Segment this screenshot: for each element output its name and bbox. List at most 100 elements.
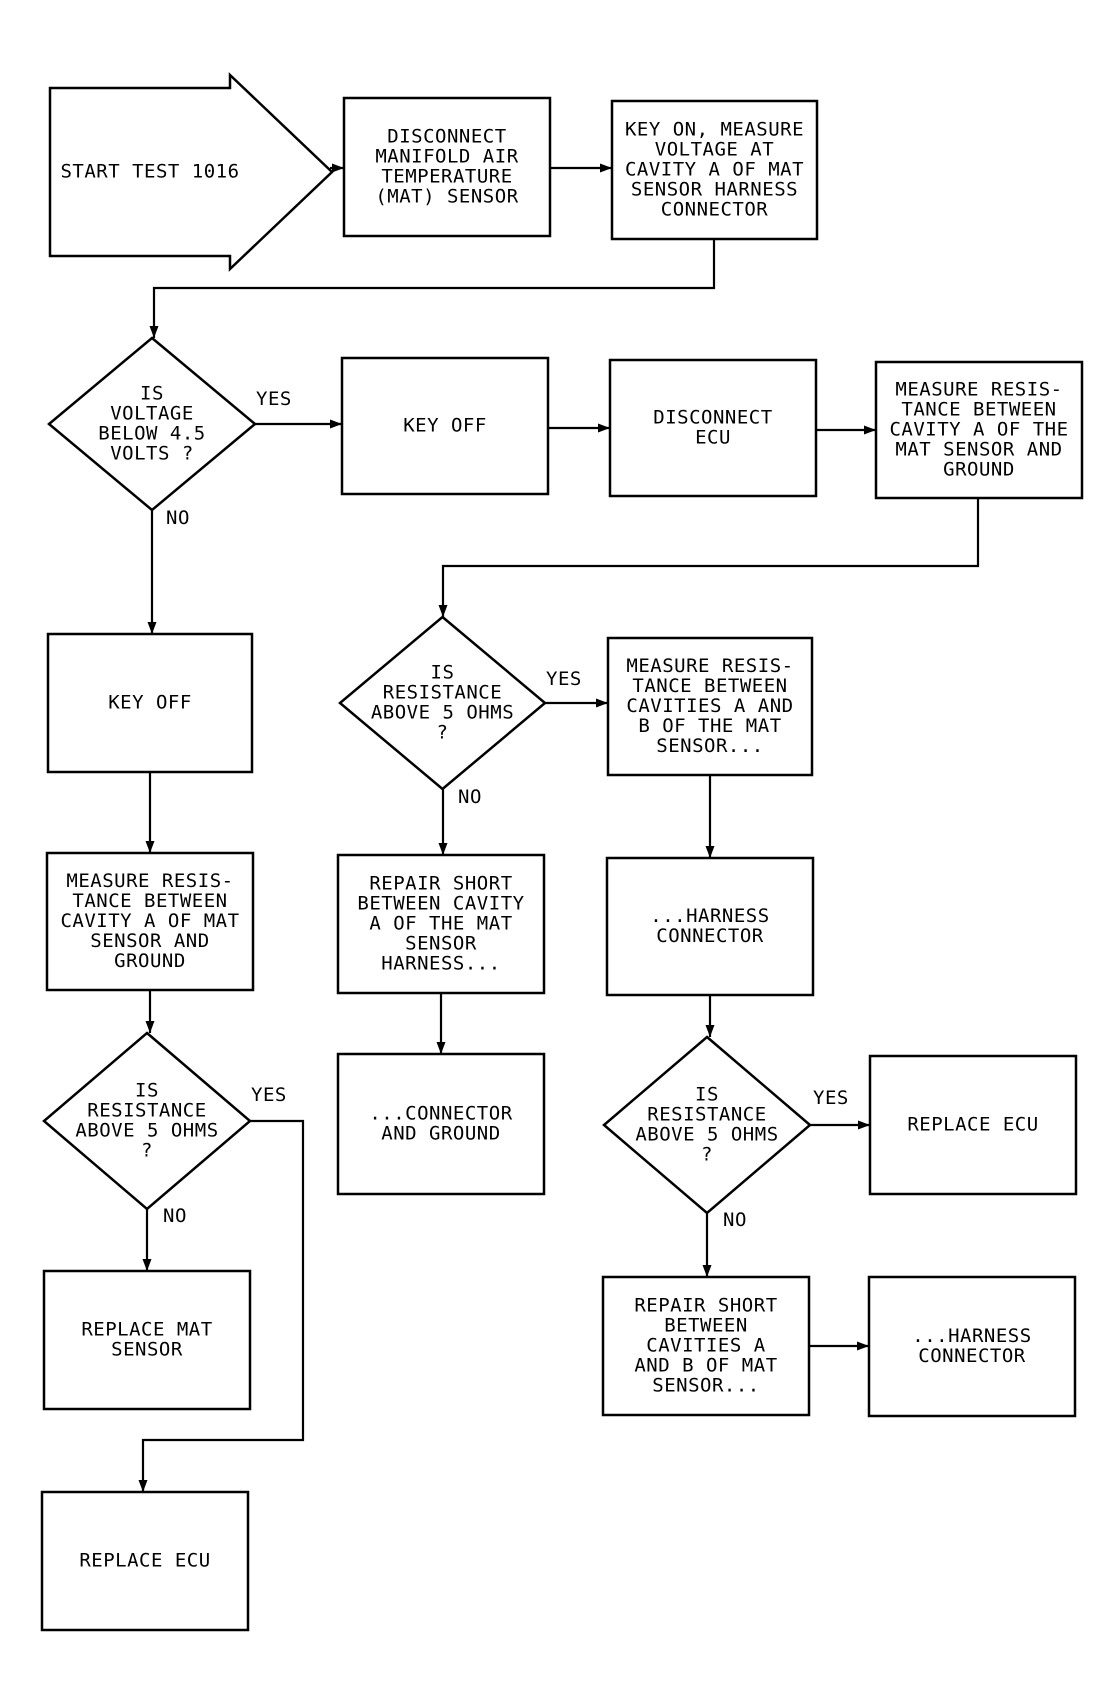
arrowhead — [438, 843, 448, 855]
node-text-line: RESISTANCE — [647, 1104, 766, 1126]
branch-label-yes: YES — [251, 1084, 287, 1106]
node-text-line: MANIFOLD AIR — [375, 146, 518, 168]
process-box — [608, 358, 818, 498]
process-box — [340, 356, 550, 496]
node-text-line: ? — [701, 1144, 713, 1166]
process-box — [342, 96, 552, 238]
node-text-line: CONNECTOR — [661, 199, 769, 221]
node-text-line: SENSOR — [405, 933, 477, 955]
node-text-line: GROUND — [114, 950, 186, 972]
process-box — [874, 360, 1084, 500]
node-text-line: TEMPERATURE — [381, 166, 512, 188]
node-text-line: SENSOR AND — [90, 930, 209, 952]
node-text-line: ABOVE 5 OHMS — [75, 1120, 218, 1142]
arrowhead — [147, 622, 157, 634]
node-text-line: CAVITIES A — [646, 1335, 765, 1357]
node-key-off-top: KEY OFF — [340, 356, 550, 496]
arrowhead — [149, 326, 159, 338]
branch-label-yes: YES — [813, 1087, 849, 1109]
node-text-line: REPLACE ECU — [907, 1114, 1038, 1136]
branch-label-no: NO — [163, 1205, 187, 1227]
node-text-line: VOLTS ? — [110, 443, 194, 465]
process-box — [336, 1052, 546, 1196]
process-box — [867, 1275, 1077, 1418]
arrowhead — [145, 841, 155, 853]
node-replace-ecu-right: REPLACE ECU — [868, 1054, 1078, 1196]
node-text-line: BETWEEN — [664, 1315, 748, 1337]
branch-label-no: NO — [723, 1209, 747, 1231]
node-text-line: IS — [431, 662, 455, 684]
node-text-line: KEY OFF — [403, 415, 487, 437]
arrowhead — [332, 163, 344, 173]
node-text-line: SENSOR... — [652, 1375, 759, 1397]
node-text-line: AND B OF MAT — [634, 1355, 777, 1377]
process-box — [45, 851, 255, 992]
arrowhead — [598, 423, 610, 433]
branch-label-yes: YES — [546, 668, 582, 690]
node-text-line: VOLTAGE — [110, 403, 194, 425]
node-text-line: MEASURE RESIS- — [66, 870, 233, 892]
node-text-line: CONNECTOR — [918, 1345, 1026, 1367]
node-text-line: START TEST 1016 — [60, 161, 239, 183]
process-box — [610, 99, 819, 241]
node-text-line: CAVITY A OF MAT — [625, 159, 804, 181]
flowchart-connectors — [138, 163, 980, 1492]
process-box — [46, 632, 254, 774]
start-arrow-shape — [48, 72, 334, 272]
arrowhead — [858, 1120, 870, 1130]
process-box — [40, 1490, 250, 1632]
node-text-line: CAVITY A OF THE — [889, 419, 1068, 441]
process-box — [601, 1275, 811, 1417]
process-box — [606, 636, 814, 777]
node-text-line: REPLACE MAT — [81, 1319, 212, 1341]
node-text-line: CAVITIES A AND — [626, 695, 793, 717]
arrowhead — [702, 1265, 712, 1277]
node-text-line: BELOW 4.5 — [98, 423, 205, 445]
node-key-off-left: KEY OFF — [46, 632, 254, 774]
node-text-line: SENSOR HARNESS — [631, 179, 798, 201]
arrowhead — [330, 419, 342, 429]
node-text-line: TANCE BETWEEN — [901, 399, 1056, 421]
node-text-line: ...HARNESS — [912, 1325, 1031, 1347]
node-text-line: ? — [141, 1140, 153, 1162]
branch-label-no: NO — [166, 507, 190, 529]
node-text-line: REPLACE ECU — [79, 1550, 210, 1572]
node-text-line: TANCE BETWEEN — [72, 890, 227, 912]
node-text-line: IS — [695, 1084, 719, 1106]
node-text-line: REPAIR SHORT — [369, 873, 512, 895]
node-text-line: B OF THE MAT — [638, 715, 781, 737]
node-text-line: KEY OFF — [108, 692, 192, 714]
branch-label-yes: YES — [256, 388, 292, 410]
arrowhead — [857, 1341, 869, 1351]
node-text-line: ABOVE 5 OHMS — [635, 1124, 778, 1146]
node-text-line: RESISTANCE — [87, 1100, 206, 1122]
node-replace-ecu-left: REPLACE ECU — [40, 1490, 250, 1632]
arrowhead — [436, 1042, 446, 1054]
node-text-line: HARNESS... — [381, 953, 500, 975]
node-text-line: CONNECTOR — [656, 925, 764, 947]
node-text-line: GROUND — [943, 459, 1015, 481]
node-text-line: RESISTANCE — [383, 682, 502, 704]
arrowhead — [864, 425, 876, 435]
node-text-line: IS — [135, 1080, 159, 1102]
arrowhead — [438, 605, 448, 617]
node-text-line: CAVITY A OF MAT — [60, 910, 239, 932]
node-text-line: SENSOR — [111, 1339, 183, 1361]
node-text-line: SENSOR... — [656, 735, 763, 757]
node-text-line: MAT SENSOR AND — [895, 439, 1062, 461]
node-text-line: ...HARNESS — [650, 905, 769, 927]
